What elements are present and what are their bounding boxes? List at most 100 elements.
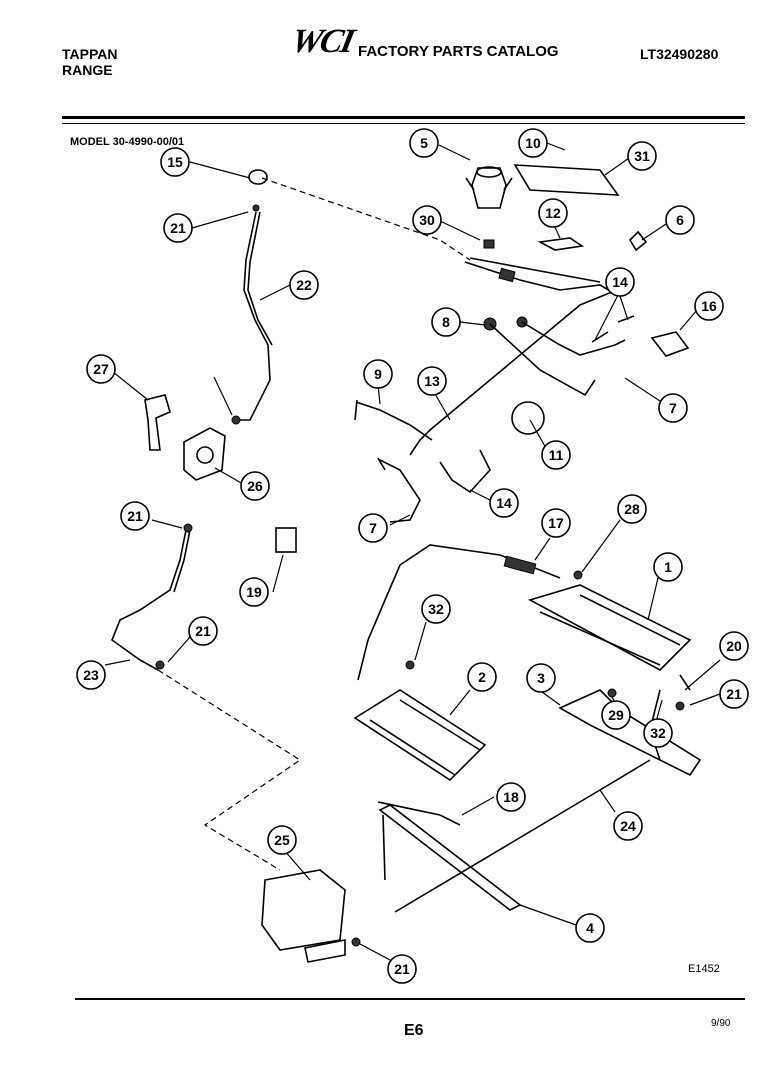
callout-label: 8: [442, 314, 450, 330]
callout-label: 4: [586, 920, 594, 936]
callout-6: 6: [665, 205, 695, 235]
callout-circle: [239, 577, 269, 607]
callout-circle: [267, 825, 297, 855]
callout-5: 5: [409, 128, 439, 158]
callout-label: 7: [669, 400, 677, 416]
callout-circle: [489, 488, 519, 518]
callout-label: 18: [503, 789, 519, 805]
callout-27: 27: [86, 354, 116, 384]
callout-12: 12: [538, 198, 568, 228]
callout-circle: [163, 213, 193, 243]
callout-label: 21: [394, 961, 410, 977]
callout-label: 21: [127, 508, 143, 524]
callout-1: 1: [653, 552, 683, 582]
callout-25: 25: [267, 825, 297, 855]
callout-label: 12: [545, 205, 561, 221]
callout-23: 23: [76, 660, 106, 690]
callout-circle: [409, 128, 439, 158]
callout-circle: [617, 494, 647, 524]
callout-label: 26: [247, 478, 263, 494]
callout-circle: [240, 471, 270, 501]
callout-circle: [86, 354, 116, 384]
callout-label: 7: [369, 520, 377, 536]
callout-circle: [417, 366, 447, 396]
callout-circle: [518, 128, 548, 158]
callout-label: 6: [676, 212, 684, 228]
callout-label: 11: [549, 447, 564, 463]
callout-label: 14: [612, 274, 628, 290]
callout-label: 16: [701, 298, 717, 314]
callout-label: 13: [424, 373, 440, 389]
callout-16: 16: [694, 291, 724, 321]
callout-circle: [665, 205, 695, 235]
callout-32: 32: [643, 718, 673, 748]
callout-circle: [526, 663, 556, 693]
callout-label: 24: [620, 818, 636, 834]
callout-label: 15: [167, 154, 183, 170]
callout-9: 9: [363, 359, 393, 389]
callout-circle: [188, 616, 218, 646]
callout-circle: [363, 359, 393, 389]
callout-26: 26: [240, 471, 270, 501]
callout-circle: [613, 811, 643, 841]
callout-20: 20: [719, 631, 749, 661]
callout-30: 30: [412, 205, 442, 235]
callout-label: 21: [726, 686, 742, 702]
callout-circle: [387, 954, 417, 984]
callout-circle: [541, 508, 571, 538]
drawing-code: E1452: [688, 963, 720, 975]
callout-label: 9: [374, 366, 382, 382]
callout-10: 10: [518, 128, 548, 158]
callout-label: 25: [274, 832, 290, 848]
brand-name: TAPPAN: [62, 46, 118, 62]
callout-label: 19: [246, 584, 262, 600]
callout-circle: [601, 700, 631, 730]
callout-circle: [421, 594, 451, 624]
callout-17: 17: [541, 508, 571, 538]
callout-21: 21: [163, 213, 193, 243]
callout-label: 27: [93, 361, 109, 377]
callout-label: 21: [195, 623, 211, 639]
callout-13: 13: [417, 366, 447, 396]
callout-circle: [358, 513, 388, 543]
callout-circle: [431, 307, 461, 337]
callout-label: 20: [726, 638, 742, 654]
print-date: 9/90: [711, 1018, 731, 1029]
callout-15: 15: [160, 147, 190, 177]
catalog-title: FACTORY PARTS CATALOG: [358, 43, 559, 60]
callout-circle: [538, 198, 568, 228]
callout-circle: [76, 660, 106, 690]
callout-circle: [541, 440, 571, 470]
callout-18: 18: [496, 782, 526, 812]
callout-19: 19: [239, 577, 269, 607]
callout-circle: [658, 393, 688, 423]
callout-circle: [694, 291, 724, 321]
callout-22: 22: [289, 270, 319, 300]
callout-label: 32: [428, 601, 444, 617]
footer-rule: [75, 998, 745, 1000]
callout-label: 1: [664, 559, 672, 575]
callout-circle: [627, 141, 657, 171]
callout-3: 3: [526, 663, 556, 693]
callout-label: 2: [478, 669, 486, 685]
callout-circle: [412, 205, 442, 235]
callout-7: 7: [658, 393, 688, 423]
callout-24: 24: [613, 811, 643, 841]
header-rule-thick: [62, 116, 745, 119]
product-type: RANGE: [62, 62, 113, 78]
callout-circle: [160, 147, 190, 177]
callout-circle: [467, 662, 497, 692]
model-number: MODEL 30-4990-00/01: [70, 136, 185, 148]
callout-11: 11: [541, 440, 571, 470]
callout-label: 5: [420, 135, 428, 151]
callout-label: 22: [296, 277, 312, 293]
callout-28: 28: [617, 494, 647, 524]
callout-circle: [653, 552, 683, 582]
callout-circle: [496, 782, 526, 812]
callout-label: 14: [496, 495, 512, 511]
callout-label: 17: [548, 515, 564, 531]
callout-label: 29: [608, 707, 624, 723]
callout-label: 23: [83, 667, 99, 683]
callout-21: 21: [120, 501, 150, 531]
